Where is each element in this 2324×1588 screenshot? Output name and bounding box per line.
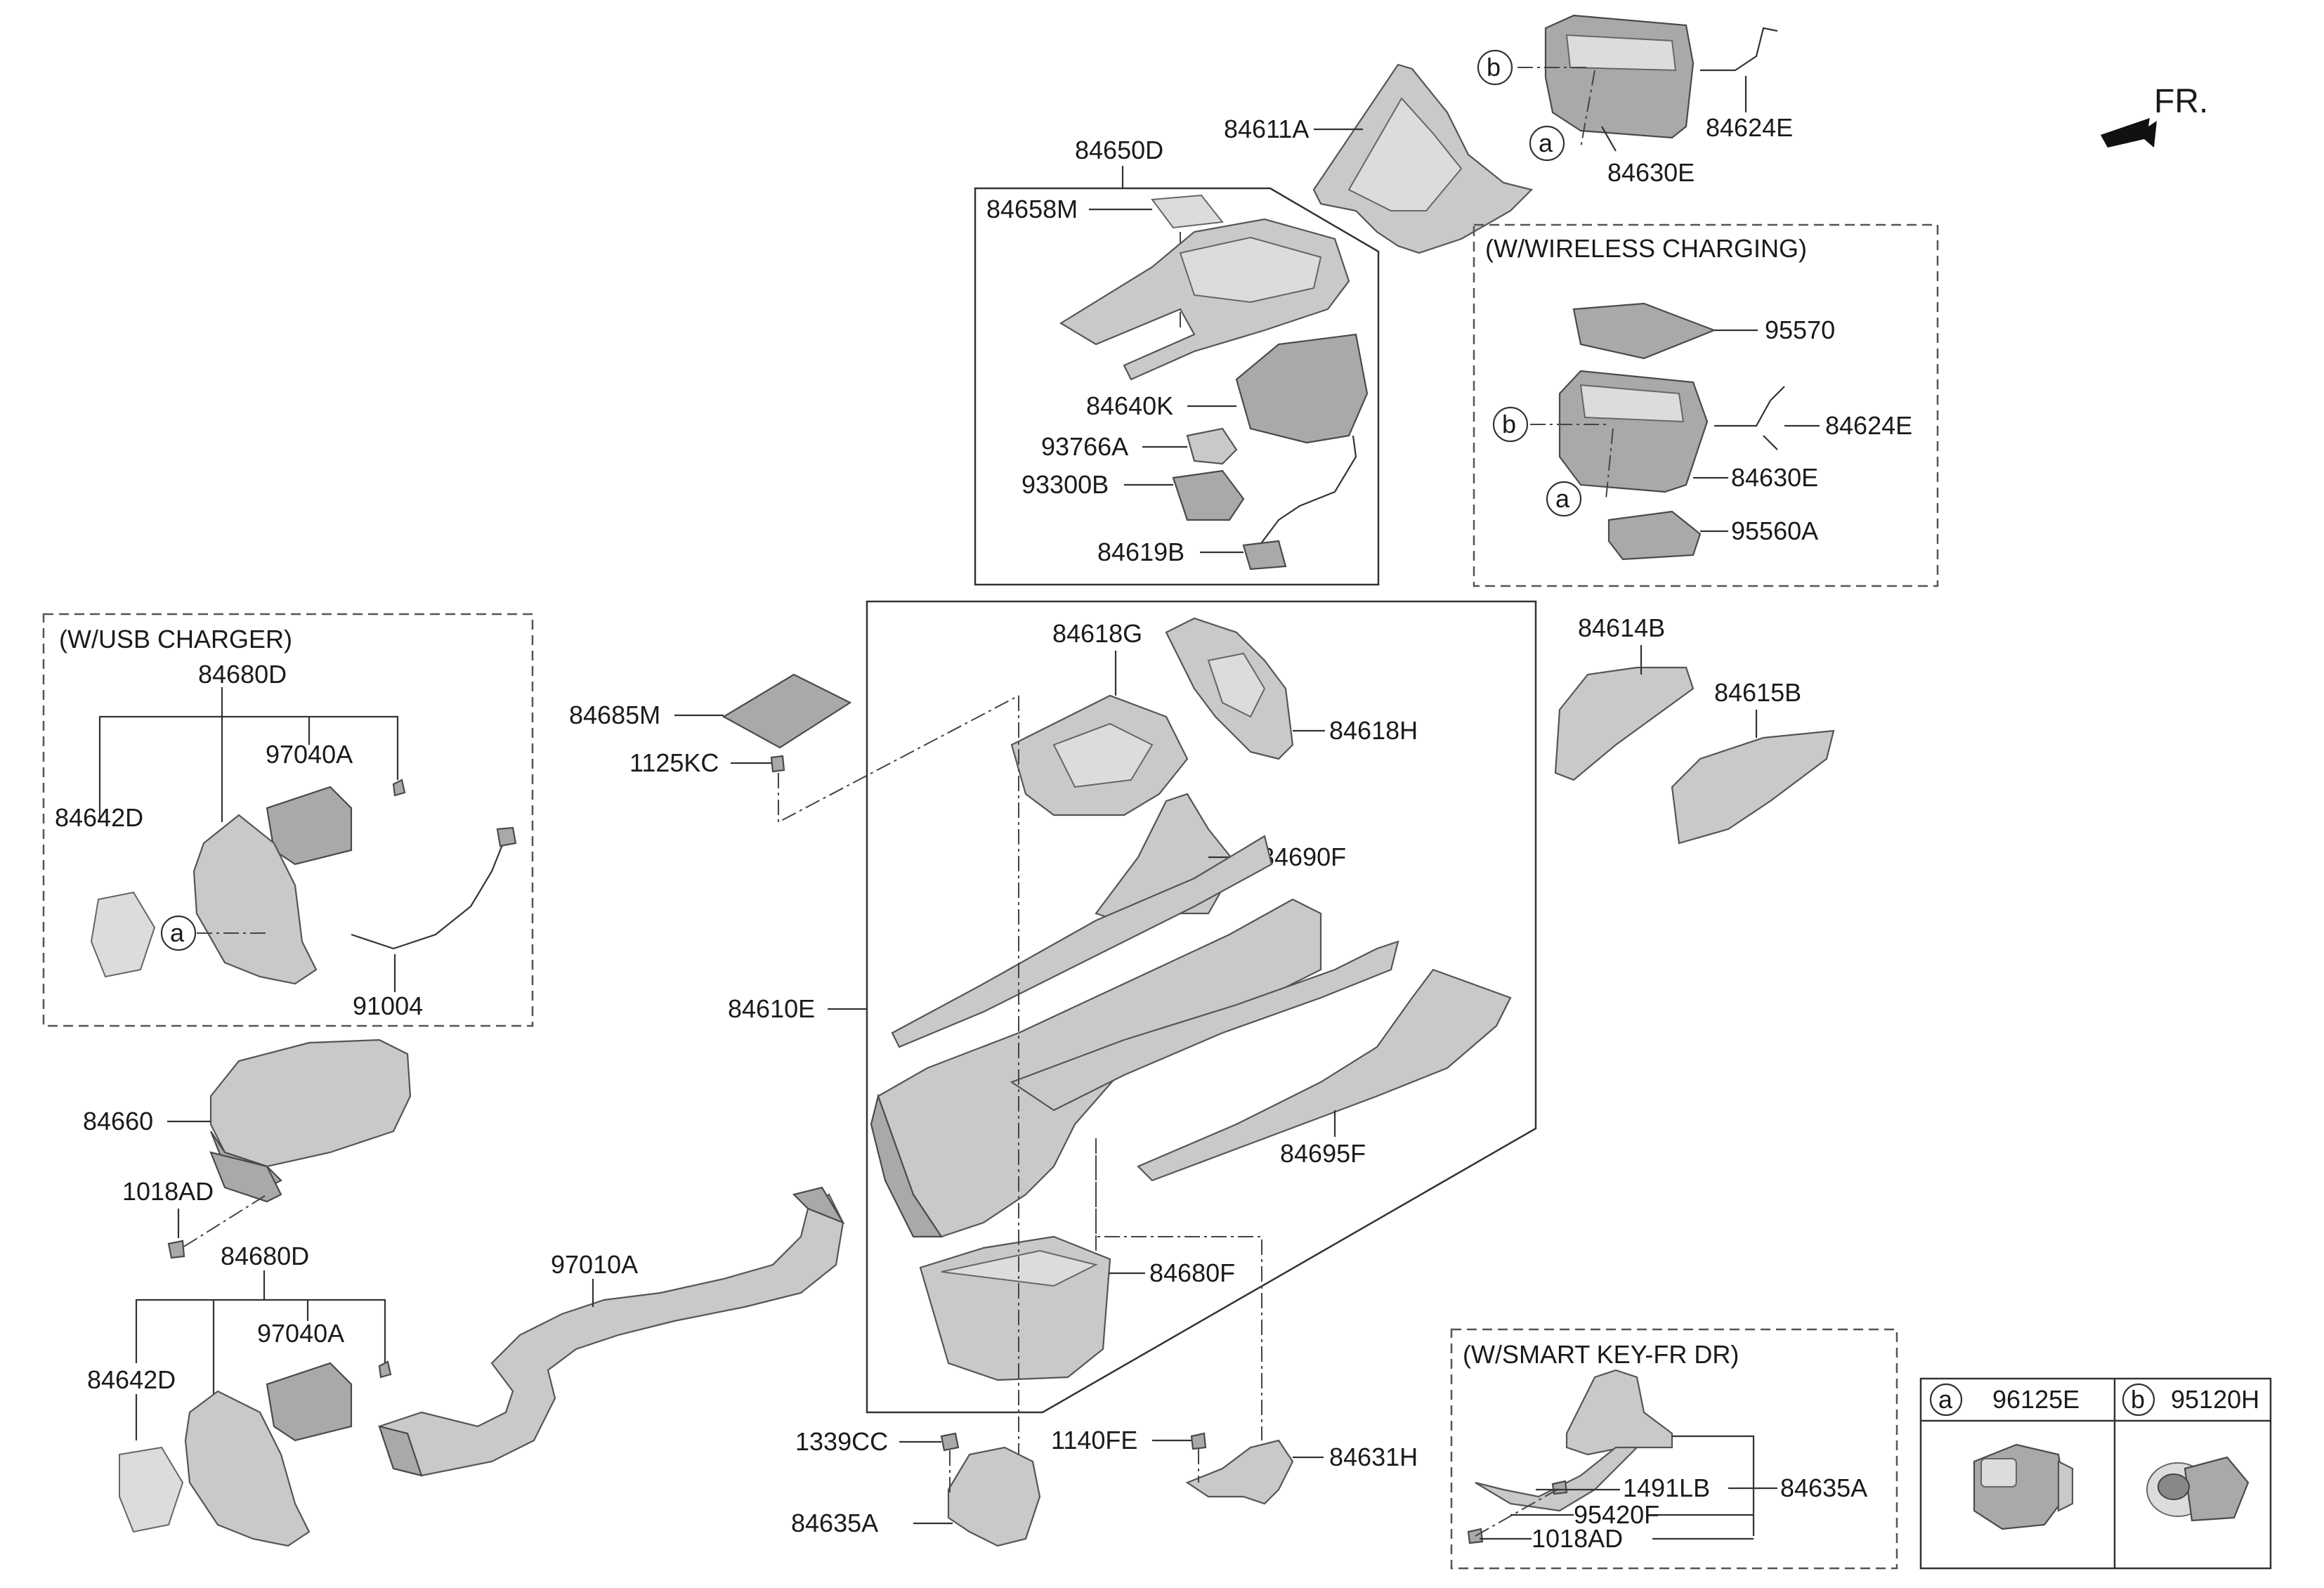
front-arrow-icon (2101, 118, 2157, 148)
legend-part-b: 95120H (2171, 1385, 2259, 1414)
label-84624E-top: 84624E (1706, 113, 1793, 142)
label-95570: 95570 (1765, 315, 1835, 344)
front-direction-indicator: FR. (2101, 83, 2208, 148)
callout-b-wc-letter: b (1502, 410, 1516, 438)
part-84631H: 1140FE 84631H (1051, 1426, 1418, 1505)
part-97010A: 97010A (378, 1186, 845, 1477)
group-smart-key-title: (W/SMART KEY-FR DR) (1463, 1340, 1739, 1369)
label-84618G: 84618G (1052, 619, 1142, 648)
group-usb-charger: (W/USB CHARGER) 84680D 97040A 84642D a 9… (42, 613, 534, 1027)
part-84685M: 84685M 1125KC (569, 673, 1019, 824)
part-84635A-left: 1339CC 84635A (791, 1427, 1041, 1547)
label-95560A: 95560A (1731, 516, 1818, 545)
assembly-84680D-bottom: 84680D 97040A 84642D (87, 1242, 392, 1547)
label-1339CC: 1339CC (795, 1427, 888, 1456)
callout-a-wc (1546, 481, 1582, 517)
part-84614B: 84614B (1554, 613, 1695, 781)
callout-a-wc-letter: a (1555, 484, 1570, 513)
label-95420F: 95420F (1574, 1500, 1659, 1529)
label-84610E: 84610E (728, 994, 815, 1023)
label-84630E-top: 84630E (1607, 158, 1695, 187)
label-84635A-smart-key: 84635A (1780, 1473, 1867, 1502)
callout-a-usb (160, 915, 197, 951)
label-84642D-top: 84642D (55, 803, 143, 832)
assembly-84610E: 84610E 84618G 84618H 84690F 84695F 84680… (728, 600, 1537, 1469)
label-84614B: 84614B (1578, 613, 1665, 642)
label-84615B: 84615B (1714, 678, 1801, 707)
label-1491LB: 1491LB (1623, 1473, 1710, 1502)
legend-part-a: 96125E (1992, 1385, 2080, 1414)
group-wireless-charging: (W/WIRELESS CHARGING) 95570 b a 84624E 8… (1473, 223, 1939, 587)
usb-socket-icon (1973, 1443, 2074, 1530)
label-84635A-left: 84635A (791, 1509, 878, 1537)
label-84680F: 84680F (1149, 1258, 1235, 1287)
legend-callout-a (1929, 1383, 1963, 1417)
group-smart-key: (W/SMART KEY-FR DR) 1491LB 95420F 1018AD… (1450, 1328, 1898, 1570)
label-1140FE: 1140FE (1051, 1426, 1137, 1454)
legend-callout-a-letter: a (1938, 1385, 1953, 1414)
label-84618H: 84618H (1329, 716, 1418, 745)
label-84640K: 84640K (1086, 391, 1173, 420)
legend-callout-b (2122, 1383, 2155, 1417)
part-84615B: 84615B (1671, 678, 1835, 845)
label-97040A-bottom: 97040A (257, 1319, 344, 1348)
label-84695F: 84695F (1280, 1139, 1366, 1168)
label-84611A: 84611A (1224, 115, 1309, 143)
callout-a-top-letter: a (1539, 129, 1553, 157)
label-84685M: 84685M (569, 701, 660, 729)
legend-callout-b-letter: b (2131, 1385, 2145, 1414)
group-wireless-charging-title: (W/WIRELESS CHARGING) (1485, 234, 1807, 263)
label-1018AD-left: 1018AD (122, 1177, 214, 1206)
part-84660: 84660 1018AD (83, 1039, 412, 1259)
callout-b-top-letter: b (1487, 53, 1501, 82)
label-93300B: 93300B (1021, 470, 1109, 499)
label-91004: 91004 (353, 991, 423, 1020)
callout-b-wc (1492, 406, 1529, 443)
power-socket-icon (2146, 1456, 2250, 1522)
label-84680D-top: 84680D (198, 660, 287, 689)
part-84611A: 84611A (1224, 63, 1534, 254)
legend-table: a 96125E b 95120H (1919, 1377, 2272, 1570)
front-direction-label: FR. (2154, 83, 2208, 120)
part-84630E-top: b a 84630E 84624E (1477, 14, 1793, 187)
label-1125KC: 1125KC (629, 748, 719, 777)
label-84690F: 84690F (1260, 842, 1346, 871)
label-84680D-bottom: 84680D (221, 1242, 309, 1270)
label-84650D: 84650D (1075, 136, 1163, 164)
label-97040A-top: 97040A (266, 740, 353, 769)
label-93766A: 93766A (1041, 432, 1128, 461)
callout-a-top (1529, 125, 1565, 162)
assembly-84650D: 84650D 84658M 84640K 93766A 93300B 84619… (974, 136, 1380, 586)
label-1018AD-smart-key: 1018AD (1532, 1524, 1623, 1553)
callout-b-top (1477, 49, 1513, 86)
label-84631H: 84631H (1329, 1443, 1418, 1471)
label-84630E-wc: 84630E (1731, 463, 1818, 492)
label-84658M: 84658M (986, 195, 1078, 223)
label-97010A: 97010A (551, 1250, 638, 1279)
callout-a-usb-letter: a (170, 918, 185, 947)
group-usb-charger-title: (W/USB CHARGER) (59, 625, 292, 653)
label-84624E-wc: 84624E (1825, 411, 1912, 440)
label-84619B: 84619B (1097, 538, 1184, 566)
label-84660: 84660 (83, 1107, 153, 1135)
label-84642D-bottom: 84642D (87, 1365, 176, 1394)
